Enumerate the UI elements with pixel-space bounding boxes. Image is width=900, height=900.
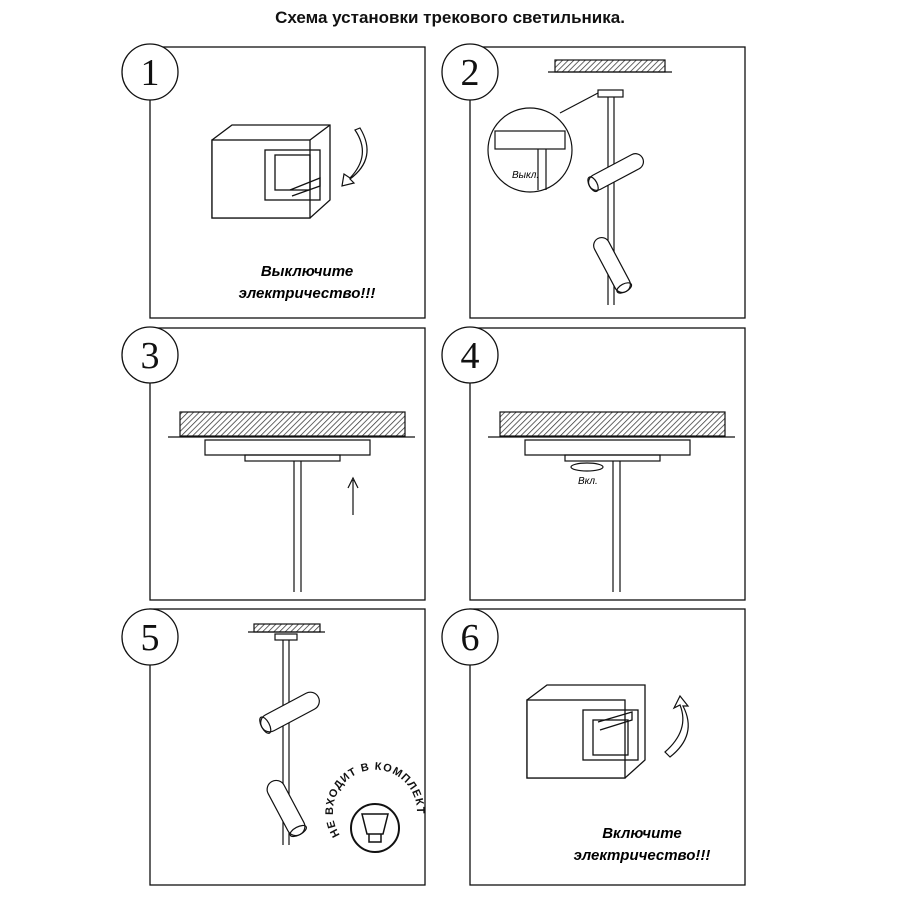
caption-turn-on-line1: Включите — [602, 825, 682, 842]
step-number-2: 2 — [461, 52, 480, 94]
panel-2 — [469, 46, 746, 319]
step-number-3: 3 — [141, 335, 160, 377]
bulb-not-included-stamp: НЕ ВХОДИТ В КОМПЛЕКТ — [324, 761, 425, 853]
caption-turn-off-line1: Выключите — [261, 263, 353, 280]
track-light-assembly — [487, 59, 672, 305]
arrow-up-icon — [347, 476, 359, 515]
label-on: Вкл. — [578, 476, 598, 487]
switch-box-off-icon — [211, 124, 331, 219]
track-light-installed — [248, 623, 325, 845]
track-mounting-install — [168, 411, 415, 592]
track-mounting-locked — [488, 411, 735, 592]
panel-3 — [149, 327, 426, 601]
step-number-4: 4 — [461, 335, 480, 377]
arrow-up-curved-icon — [664, 694, 690, 758]
diagram-title: Схема установки трекового светильника. — [275, 8, 625, 27]
label-off: Выкл. — [512, 170, 539, 181]
arrow-down-icon — [341, 127, 368, 187]
caption-turn-off-line2: электричество!!! — [239, 285, 376, 302]
step-number-1: 1 — [141, 52, 160, 94]
panel-4 — [469, 327, 746, 601]
panel-5 — [149, 608, 426, 886]
panel-1 — [149, 46, 426, 319]
panel-6 — [469, 608, 746, 886]
caption-turn-on-line2: электричество!!! — [574, 847, 711, 864]
step-number-5: 5 — [141, 617, 160, 659]
rotate-icon — [570, 462, 604, 472]
step-number-6: 6 — [461, 617, 480, 659]
switch-box-on-icon — [526, 684, 646, 779]
